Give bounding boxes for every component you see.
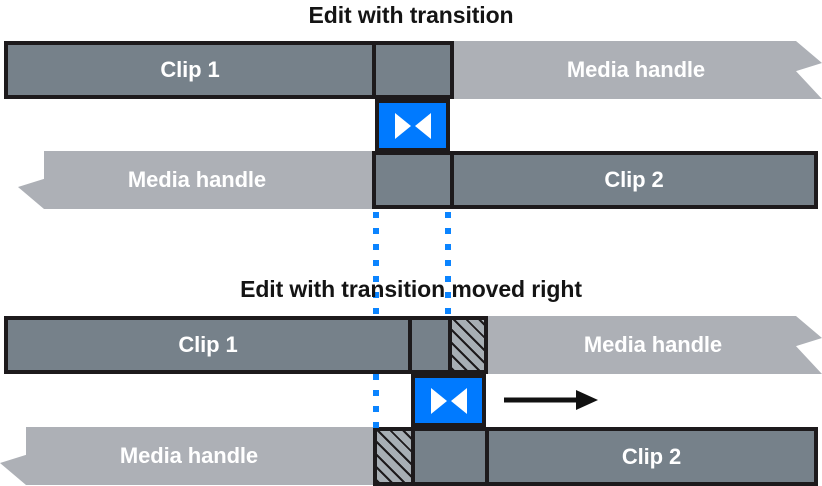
d1-clip2-block[interactable]: Clip 2 — [450, 151, 818, 209]
d1-clip2-overlap-frames[interactable] — [372, 151, 454, 209]
diagram-1-title: Edit with transition — [308, 2, 514, 28]
diagram-2-title: Edit with transition moved right — [240, 276, 582, 302]
d2-clip1-label: Clip 1 — [178, 332, 238, 357]
transition-bowtie-icon — [430, 387, 467, 414]
guide-line-left-lower — [373, 374, 379, 428]
d1-clip1-block[interactable]: Clip 1 — [4, 41, 376, 99]
d2-clip2-block[interactable]: Clip 2 — [485, 427, 818, 486]
d1-bottom-media-handle: Media handle — [18, 151, 376, 209]
d1-clip2-label: Clip 2 — [604, 167, 664, 192]
d2-top-media-handle-label: Media handle — [583, 332, 723, 357]
d1-bottom-media-handle-label: Media handle — [127, 167, 267, 192]
d2-bottom-media-handle-label: Media handle — [119, 443, 259, 468]
d1-top-media-handle: Media handle — [450, 41, 822, 99]
transition-bowtie-icon — [394, 112, 431, 139]
d1-clip1-label: Clip 1 — [160, 57, 220, 82]
d2-clip1-overlap-frames[interactable] — [408, 316, 452, 374]
d2-clip2-label: Clip 2 — [621, 443, 682, 469]
d2-clip1-added-frames-hatched[interactable] — [448, 316, 488, 374]
d1-top-media-handle-label: Media handle — [566, 57, 706, 82]
d1-transition-chip[interactable] — [375, 99, 450, 152]
arrow-right-icon — [504, 390, 598, 410]
d1-clip1-overlap-frames[interactable] — [372, 41, 454, 99]
d2-transition-chip[interactable] — [411, 374, 486, 427]
d2-bottom-media-handle: Media handle — [0, 427, 378, 485]
d2-clip2-overlap-frames[interactable] — [411, 427, 489, 486]
d2-clip2-removed-frames-hatched[interactable] — [373, 427, 415, 486]
guide-line-left-upper — [373, 212, 379, 314]
d2-clip1-block[interactable]: Clip 1 — [4, 316, 412, 374]
d2-top-media-handle: Media handle — [484, 316, 822, 374]
guide-line-right-upper — [445, 212, 451, 314]
